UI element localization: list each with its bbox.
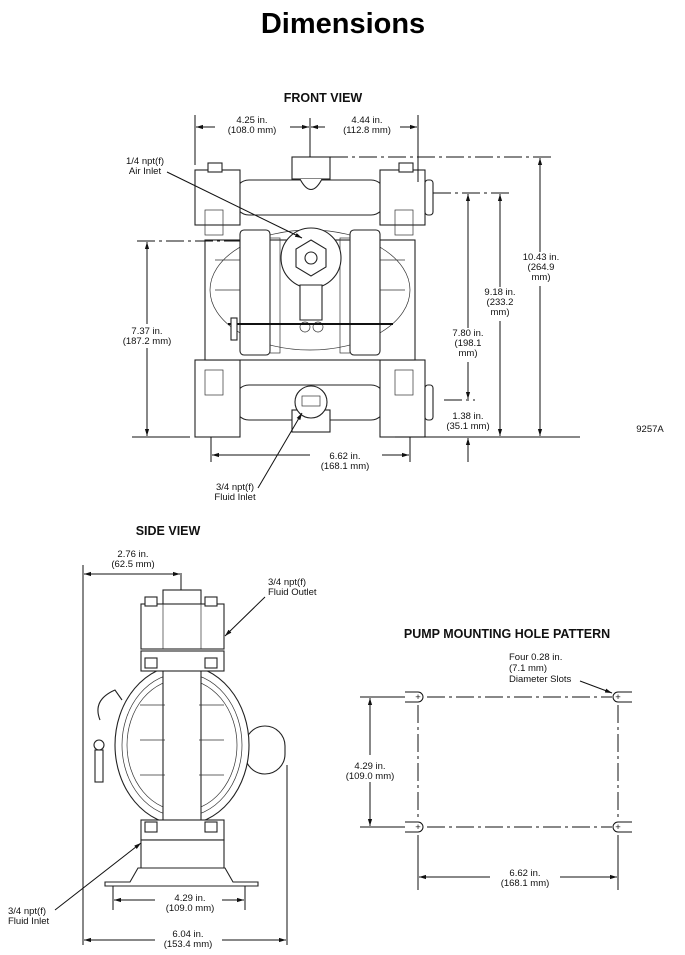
front-fluid-inlet-label: 3/4 npt(f)Fluid Inlet bbox=[214, 482, 256, 503]
mounting-slots: + + + + bbox=[405, 691, 632, 833]
svg-text:+: + bbox=[615, 822, 621, 833]
front-view-heading: FRONT VIEW bbox=[284, 91, 363, 105]
dim-right-width: 4.44 in.(112.8 mm) bbox=[343, 115, 391, 136]
air-inlet-label: 1/4 npt(f)Air Inlet bbox=[126, 156, 164, 177]
dim-outlet-offset: 2.76 in.(62.5 mm) bbox=[111, 549, 154, 570]
svg-text:+: + bbox=[415, 692, 421, 703]
dim-horizontal-spacing: 6.62 in.(168.1 mm) bbox=[501, 868, 550, 889]
side-view: SIDE VIEW 2.76 in bbox=[8, 524, 317, 950]
dim-foot-spacing: 4.29 in.(109.0 mm) bbox=[166, 893, 215, 914]
slots-note: Four 0.28 in.(7.1 mm)Diameter Slots bbox=[509, 652, 572, 685]
mounting-hole-pattern: PUMP MOUNTING HOLE PATTERN + + + + Four … bbox=[346, 627, 632, 890]
figure-id: 9257A bbox=[636, 424, 664, 435]
page-title: Dimensions bbox=[261, 8, 425, 40]
dim-left-width: 4.25 in.(108.0 mm) bbox=[228, 115, 277, 136]
dim-inlet-height: 1.38 in.(35.1 mm) bbox=[446, 411, 489, 432]
dim-base-width: 6.62 in.(168.1 mm) bbox=[321, 451, 370, 472]
side-pump-drawing bbox=[93, 589, 286, 887]
svg-text:+: + bbox=[615, 692, 621, 703]
front-pump-drawing bbox=[194, 156, 434, 438]
dim-overall-depth: 6.04 in.(153.4 mm) bbox=[164, 929, 213, 950]
mounting-heading: PUMP MOUNTING HOLE PATTERN bbox=[404, 627, 610, 641]
side-fluid-inlet-label: 3/4 npt(f)Fluid Inlet bbox=[8, 906, 50, 927]
svg-text:+: + bbox=[415, 822, 421, 833]
fluid-outlet-label: 3/4 npt(f)Fluid Outlet bbox=[268, 577, 317, 598]
dim-vertical-spacing: 4.29 in.(109.0 mm) bbox=[346, 761, 395, 782]
front-view: FRONT VIEW bbox=[112, 91, 664, 503]
side-view-heading: SIDE VIEW bbox=[136, 524, 201, 538]
dim-air-height: 7.37 in.(187.2 mm) bbox=[123, 326, 172, 347]
